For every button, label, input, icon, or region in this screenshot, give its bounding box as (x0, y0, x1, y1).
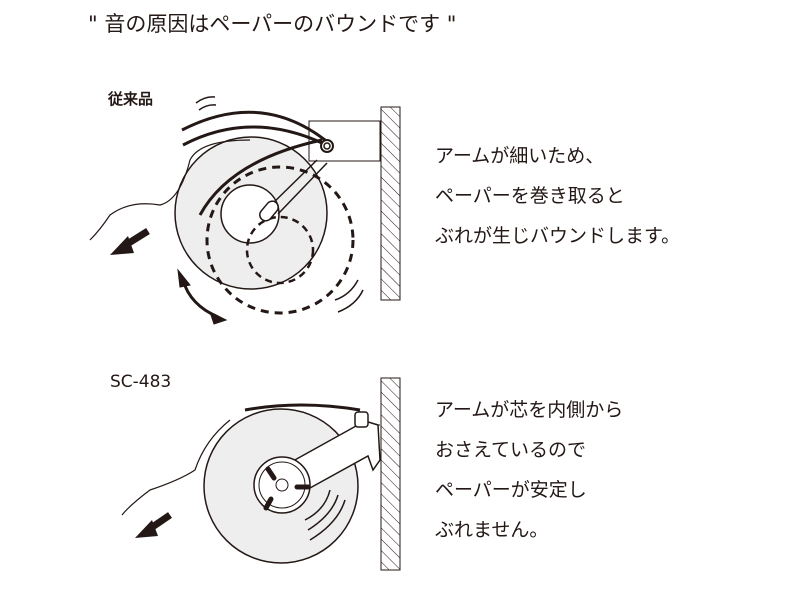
conventional-description: アームが細いため、 ペーパーを巻き取ると ぶれが生じバウンドします。 (435, 136, 680, 256)
desc-line: ぶれが生じバウンドします。 (435, 225, 681, 247)
conventional-label: 従来品 (108, 90, 154, 108)
diagram-title: " 音の原因はペーパーのバウンドです " (88, 12, 457, 36)
desc-line: アームが細いため、 (435, 145, 605, 167)
paper-strip (121, 419, 231, 516)
wall (380, 106, 401, 301)
product-illustration (121, 377, 401, 571)
product-label: SC-483 (110, 372, 172, 392)
shifted-core (245, 215, 315, 285)
paper-strip (89, 139, 251, 241)
desc-line: ぶれません。 (435, 519, 549, 541)
shifted-roll (205, 165, 355, 315)
wall (380, 377, 401, 571)
desc-line: ペーパーが安定し (435, 479, 587, 501)
thin-arm (267, 159, 328, 215)
pivot (320, 139, 334, 153)
desc-line: アームが芯を内側から (435, 399, 624, 421)
conventional-illustration (89, 96, 401, 325)
bracket (308, 120, 381, 162)
pull-arrow-icon (110, 228, 150, 255)
product-description: アームが芯を内側から おさえているので ペーパーが安定し ぶれません。 (435, 390, 623, 550)
desc-line: ペーパーを巻き取ると (435, 185, 625, 207)
pull-arrow-icon (135, 512, 172, 538)
desc-line: おさえているので (435, 439, 587, 461)
core-center (275, 478, 289, 492)
